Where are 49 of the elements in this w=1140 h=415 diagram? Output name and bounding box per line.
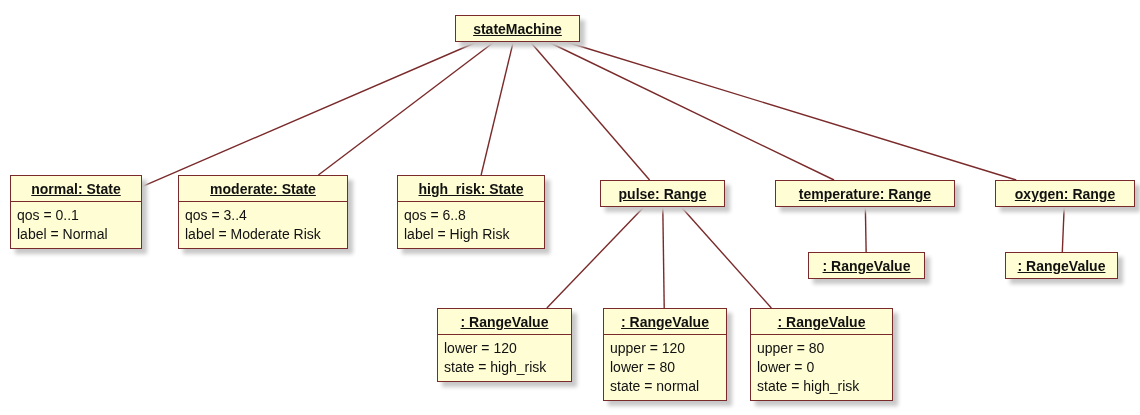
attribute-text: label = Moderate Risk <box>185 225 322 244</box>
object-name: : RangeValue <box>604 309 726 335</box>
link-line <box>546 206 645 309</box>
link-line <box>1061 206 1065 253</box>
object-name: : RangeValue <box>1016 257 1107 276</box>
object-box <box>603 308 727 401</box>
link-line <box>317 41 495 176</box>
attribute-text: qos = 6..8 <box>404 206 467 225</box>
object-box <box>437 308 572 382</box>
object-box <box>10 175 142 249</box>
attribute-text: label = Normal <box>17 225 109 244</box>
link-line <box>529 41 651 181</box>
attribute-text: lower = 120 <box>444 339 518 358</box>
object-name: : RangeValue <box>438 309 571 335</box>
object-name: stateMachine <box>472 20 563 39</box>
object-box <box>775 180 955 207</box>
attribute-text: state = normal <box>610 377 701 396</box>
link-line <box>864 206 867 253</box>
object-name: oxygen: Range <box>1013 185 1117 204</box>
link-line <box>565 41 1017 181</box>
object-box <box>455 15 580 42</box>
object-name: : RangeValue <box>751 309 892 335</box>
object-box <box>1005 252 1118 279</box>
attribute-text: upper = 120 <box>610 339 687 358</box>
attribute-text: state = high_risk <box>757 377 861 396</box>
link-line <box>662 206 665 309</box>
object-box <box>750 308 893 401</box>
attribute-text: lower = 0 <box>757 358 816 377</box>
link-line <box>480 41 514 176</box>
attribute-text: upper = 80 <box>757 339 826 358</box>
object-name: temperature: Range <box>797 185 933 204</box>
attribute-text: label = High Risk <box>404 225 511 244</box>
object-box <box>178 175 348 249</box>
attribute-text: state = high_risk <box>444 358 548 377</box>
object-name: : RangeValue <box>821 257 912 276</box>
object-box <box>808 252 925 279</box>
object-name: pulse: Range <box>617 185 708 204</box>
object-box <box>397 175 545 249</box>
attribute-text: qos = 0..1 <box>17 206 80 225</box>
link-line <box>680 206 773 309</box>
link-line <box>141 41 478 188</box>
link-line <box>547 41 835 181</box>
object-box <box>600 180 725 207</box>
attribute-text: lower = 80 <box>610 358 676 377</box>
object-name: high_risk: State <box>398 176 544 202</box>
object-name: normal: State <box>11 176 141 202</box>
object-box <box>995 180 1135 207</box>
attribute-text: qos = 3..4 <box>185 206 248 225</box>
object-name: moderate: State <box>179 176 347 202</box>
